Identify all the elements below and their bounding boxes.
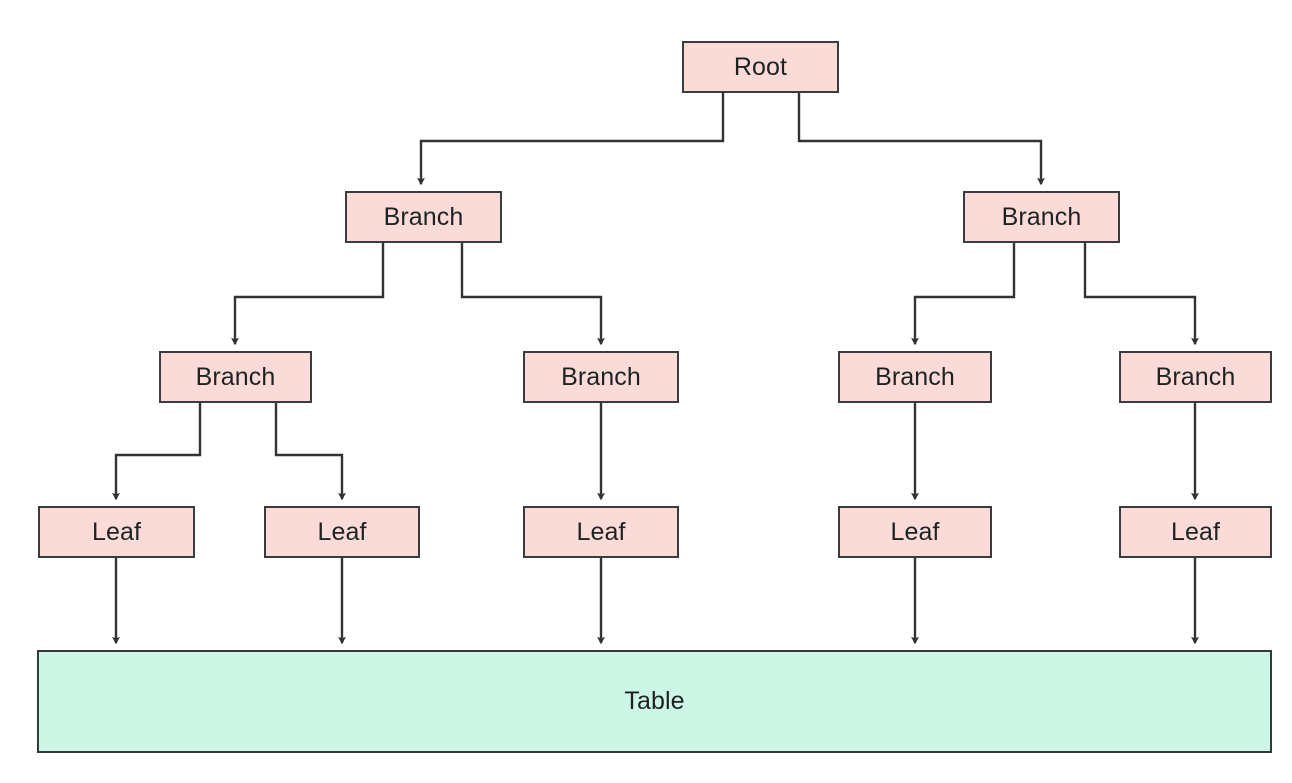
edge-root-to-b-r [797,93,1045,186]
node-branch-left[interactable]: Branch [345,191,502,243]
node-leaf-1[interactable]: Leaf [38,506,195,558]
node-root-label: Root [733,52,788,81]
node-branch-left-1[interactable]: Branch [159,351,312,403]
edge-b-l-to-b-l1 [231,243,385,346]
node-root[interactable]: Root [682,41,839,93]
edge-b-l1-to-leaf-1 [112,403,202,501]
node-leaf-3-label: Leaf [576,517,626,546]
edges-group [112,93,1199,645]
node-branch-left-2-label: Branch [561,362,641,391]
node-branch-right-2-label: Branch [1155,362,1236,391]
node-table-label: Table [624,687,685,715]
edge-b-r-to-b-r1 [911,243,1016,346]
node-branch-right-1-label: Branch [875,362,955,391]
node-branch-left-1-label: Branch [195,362,276,391]
node-leaf-4[interactable]: Leaf [838,506,992,558]
node-leaf-1-label: Leaf [91,517,142,546]
edge-b-r-to-b-r2 [1083,243,1199,346]
node-leaf-3[interactable]: Leaf [523,506,679,558]
node-table[interactable]: Table [37,650,1272,753]
node-branch-right-2[interactable]: Branch [1119,351,1272,403]
node-branch-left-label: Branch [383,202,464,231]
edge-b-l-to-b-l2 [460,243,605,346]
node-branch-right-label: Branch [1001,202,1082,231]
node-branch-left-2[interactable]: Branch [523,351,679,403]
node-leaf-2[interactable]: Leaf [264,506,420,558]
node-leaf-5-label: Leaf [1170,517,1221,546]
node-leaf-4-label: Leaf [890,517,940,546]
node-leaf-2-label: Leaf [317,517,367,546]
node-branch-right[interactable]: Branch [963,191,1120,243]
node-leaf-5[interactable]: Leaf [1119,506,1272,558]
node-branch-right-1[interactable]: Branch [838,351,992,403]
edge-root-to-b-l [417,93,725,186]
edge-b-l1-to-leaf-2 [274,403,346,501]
